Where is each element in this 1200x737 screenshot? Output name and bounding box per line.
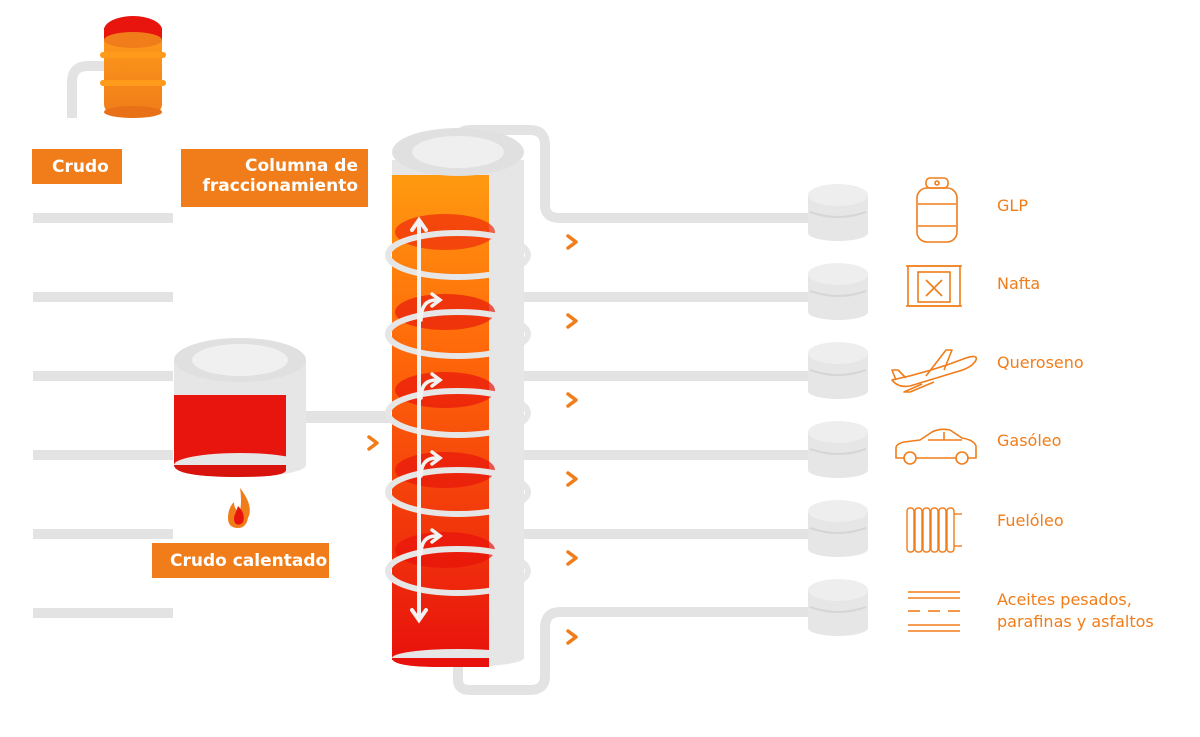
product-label-gasoleo: Gasóleo bbox=[997, 431, 1062, 450]
crudo-calentado-label-text: Crudo calentado bbox=[170, 551, 328, 571]
product-label-queroseno: Queroseno bbox=[997, 353, 1084, 372]
product-tank-aceites bbox=[808, 579, 868, 636]
road-icon bbox=[908, 591, 960, 632]
product-tank-nafta bbox=[808, 263, 868, 320]
output-chevrons bbox=[566, 234, 578, 645]
flame-icon bbox=[228, 488, 250, 528]
fractionating-column bbox=[385, 128, 531, 667]
radiator-icon bbox=[906, 507, 962, 553]
product-label-nafta: Nafta bbox=[997, 274, 1041, 293]
car-icon bbox=[895, 428, 977, 465]
product-label-glp: GLP bbox=[997, 196, 1028, 215]
airplane-icon bbox=[891, 349, 978, 393]
crudo-label: Crudo bbox=[32, 149, 122, 184]
product-tank-fueloleo bbox=[808, 500, 868, 557]
product-label-fueloleo: Fuelóleo bbox=[997, 511, 1064, 530]
product-label-aceites-line2: parafinas y asfaltos bbox=[997, 612, 1154, 631]
product-label-aceites-line1: Aceites pesados, bbox=[997, 590, 1132, 609]
columna-label-line2: fraccionamiento bbox=[202, 176, 358, 196]
columna-label-line1: Columna de bbox=[245, 156, 358, 176]
crudo-calentado-label: Crudo calentado bbox=[152, 543, 329, 578]
columna-label: Columna de fraccionamiento bbox=[181, 149, 368, 207]
heater-tank bbox=[174, 338, 390, 477]
product-tank-gasoleo bbox=[808, 421, 868, 478]
product-label-aceites: Aceites pesados, parafinas y asfaltos bbox=[997, 589, 1154, 633]
crudo-label-text: Crudo bbox=[52, 157, 109, 177]
product-tanks bbox=[808, 184, 868, 636]
fuel-can-icon bbox=[906, 265, 962, 307]
feed-lines bbox=[33, 213, 173, 618]
gas-cylinder-icon bbox=[916, 177, 958, 243]
crude-barrel bbox=[67, 16, 166, 118]
arrow-chevron-icon bbox=[367, 435, 379, 451]
product-tank-queroseno bbox=[808, 342, 868, 399]
product-tank-glp bbox=[808, 184, 868, 241]
